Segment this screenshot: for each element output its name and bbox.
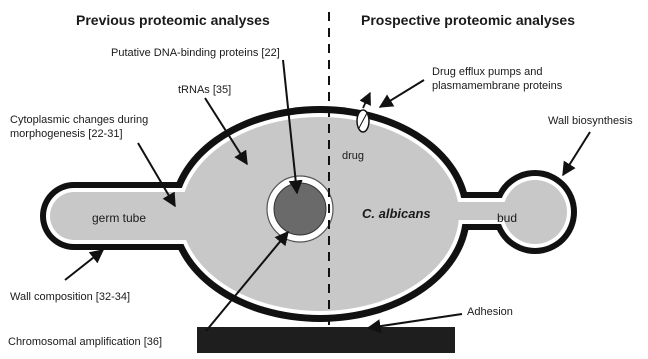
label-bud: bud	[497, 211, 517, 225]
arrow-wall-composition	[65, 250, 103, 280]
arrow-drug-efflux	[380, 80, 424, 107]
label-drug-efflux-2: plasmamembrane proteins	[432, 80, 563, 92]
heading-previous: Previous proteomic analyses	[76, 12, 270, 28]
label-wall-composition: Wall composition [32-34]	[10, 291, 130, 303]
label-drug: drug	[342, 150, 364, 162]
label-cytoplasmic-1: Cytoplasmic changes during	[10, 114, 148, 126]
label-trnas: tRNAs [35]	[178, 84, 231, 96]
label-organism: C. albicans	[362, 206, 431, 221]
label-chromosomal: Chromosomal amplification [36]	[8, 336, 162, 348]
label-wall-biosynthesis: Wall biosynthesis	[548, 115, 633, 127]
nucleus	[274, 183, 326, 235]
label-adhesion: Adhesion	[467, 306, 513, 318]
substrate-surface	[197, 327, 455, 353]
heading-prospective: Prospective proteomic analyses	[361, 12, 575, 28]
label-germ-tube: germ tube	[92, 211, 146, 225]
label-drug-efflux-1: Drug efflux pumps and	[432, 66, 542, 78]
drug-efflux-arrow	[363, 93, 370, 108]
label-dna-binding: Putative DNA-binding proteins [22]	[111, 47, 280, 59]
arrow-adhesion	[368, 314, 462, 328]
label-cytoplasmic-2: morphogenesis [22-31]	[10, 128, 123, 140]
arrow-wall-biosynthesis	[563, 132, 590, 175]
